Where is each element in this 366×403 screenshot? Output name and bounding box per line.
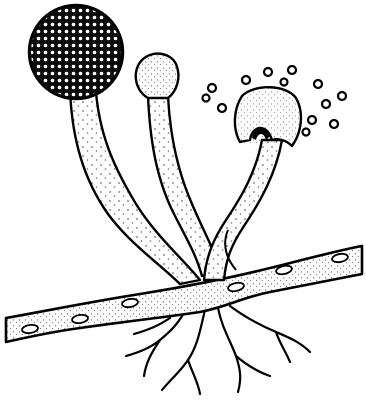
young-sporangium (136, 54, 179, 98)
sporangiophore-right (204, 140, 282, 280)
ruptured-sporangium (235, 87, 301, 146)
mature-sporangium (29, 5, 123, 99)
